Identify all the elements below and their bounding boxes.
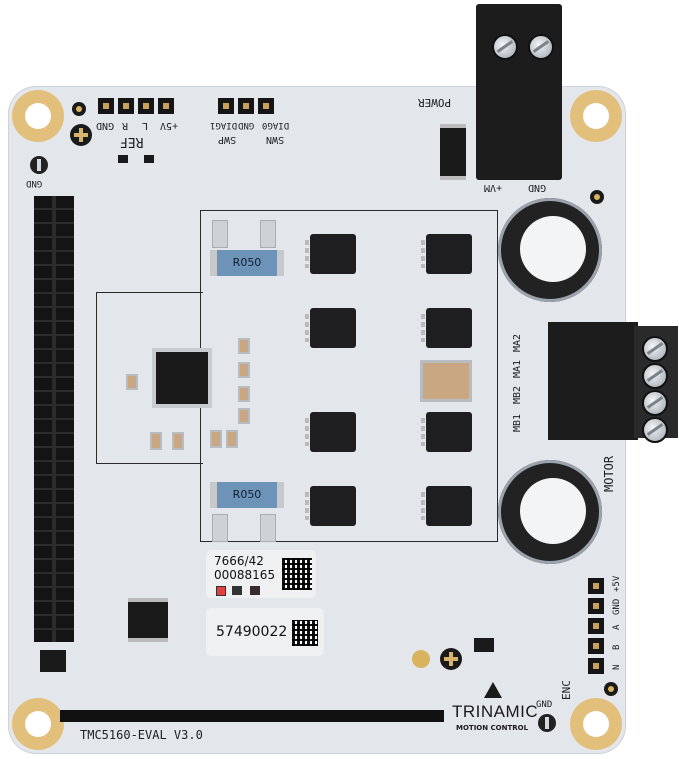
small-ic (40, 650, 66, 672)
mounting-hole-top-left (12, 90, 64, 142)
shunt-resistor-bottom: R050 (210, 482, 284, 508)
ref-pin-5v-label: +5V (160, 120, 179, 131)
diag-pin-diag1-label: DIAG1 (210, 120, 238, 130)
power-title: POWER (418, 96, 452, 109)
mosfet (421, 486, 472, 526)
smd-component (226, 430, 238, 448)
lot-line-1: 7666/42 (214, 554, 264, 568)
ref-pin-gnd-label: GND (96, 120, 115, 131)
ref-pin-r-label: R (122, 120, 129, 131)
mounting-hole-top-right (570, 90, 622, 142)
plus-test-point-icon (70, 124, 92, 146)
enc-pin-a-label: A (612, 624, 622, 630)
power-pin-gnd-label: GND (528, 182, 547, 193)
swn-label: SWN (266, 134, 285, 145)
power-terminal-block[interactable] (476, 4, 562, 180)
ceramic-capacitor (420, 360, 472, 402)
mosfet (421, 308, 472, 348)
board-name: TMC5160-EVAL V3.0 (80, 728, 203, 742)
transistor (144, 155, 154, 163)
status-marker (250, 586, 260, 595)
power-pin-vm-label: +VM (484, 182, 503, 193)
motor-title: MOTOR (602, 455, 616, 492)
eeprom-ic (128, 598, 168, 642)
motor-pin-mb2-label: MB2 (512, 385, 523, 404)
mosfet (305, 412, 356, 452)
serial-number: 57490022 (216, 624, 288, 640)
transistor (118, 155, 128, 163)
mosfet (305, 234, 356, 274)
status-marker (232, 586, 242, 595)
gnd-test-point[interactable] (30, 156, 48, 174)
expansion-header-connector[interactable] (34, 196, 74, 642)
datamatrix-code (292, 620, 318, 646)
brand-name: TRINAMIC (452, 702, 539, 721)
mosfet (421, 412, 472, 452)
gnd-test-point-bottom[interactable] (538, 714, 556, 732)
smd-component (150, 432, 162, 450)
motor-screw-3[interactable] (642, 390, 668, 416)
plus-test-point-icon (440, 648, 462, 670)
silkscreen-bar (60, 710, 444, 722)
power-screw-vm[interactable] (492, 34, 518, 60)
motor-screw-1[interactable] (642, 336, 668, 362)
motor-pin-ma2-label: MA2 (512, 333, 523, 352)
swp-label: SWP (218, 134, 237, 145)
diag-pin-gnd-label: GND (238, 120, 255, 130)
mosfet (305, 486, 356, 526)
gnd-bottom-label: GND (536, 700, 553, 710)
brand-subtitle: MOTION CONTROL (456, 724, 529, 732)
datamatrix-code (282, 558, 312, 590)
motor-terminal-block[interactable] (548, 322, 678, 443)
smd-component (172, 432, 184, 450)
smd-component (210, 430, 222, 448)
mosfet (421, 234, 472, 274)
via-icon (604, 682, 618, 696)
smd-component (238, 338, 250, 354)
electrolytic-capacitor-top (498, 198, 602, 302)
diag-pin-diag0-label: DIAG0 (262, 120, 290, 130)
mosfet (305, 308, 356, 348)
protection-diode (440, 124, 466, 180)
lot-line-2: 00088165 (214, 568, 276, 582)
ref-group-label: REF (120, 134, 144, 149)
serial-label: 57490022 (206, 608, 324, 656)
enc-pin-b-label: B (612, 644, 622, 650)
ref-pin-l-label: L (142, 120, 149, 131)
power-screw-gnd[interactable] (528, 34, 554, 60)
motor-pin-ma1-label: MA1 (512, 359, 523, 378)
driver-outline (96, 292, 203, 464)
trinamic-logo-icon (484, 682, 502, 698)
tmc5160-driver-ic (156, 352, 208, 404)
lot-label: 7666/42 00088165 (206, 550, 316, 598)
gnd-left-label: GND (26, 178, 43, 188)
enc-title: ENC (560, 680, 573, 700)
encoder-buffer-ic (474, 638, 494, 652)
electrolytic-capacitor-bottom (498, 460, 602, 564)
motor-pin-mb1-label: MB1 (512, 413, 523, 432)
shunt-resistor-top: R050 (210, 250, 284, 276)
motor-screw-2[interactable] (642, 363, 668, 389)
mounting-hole-bottom-left (12, 698, 64, 750)
mounting-hole-bottom-right (570, 698, 622, 750)
enc-pin-5v-label: +5V (612, 575, 622, 592)
smd-component (238, 362, 250, 378)
motor-screw-4[interactable] (642, 417, 668, 443)
smd-component (126, 374, 138, 390)
via-icon (590, 190, 604, 204)
enc-pin-gnd-label: GND (612, 598, 622, 615)
enc-pin-n-label: N (612, 664, 622, 670)
status-marker-red (216, 586, 226, 596)
via-icon (72, 102, 86, 116)
smd-component (238, 386, 250, 402)
gold-pad (412, 650, 430, 668)
smd-component (238, 408, 250, 424)
